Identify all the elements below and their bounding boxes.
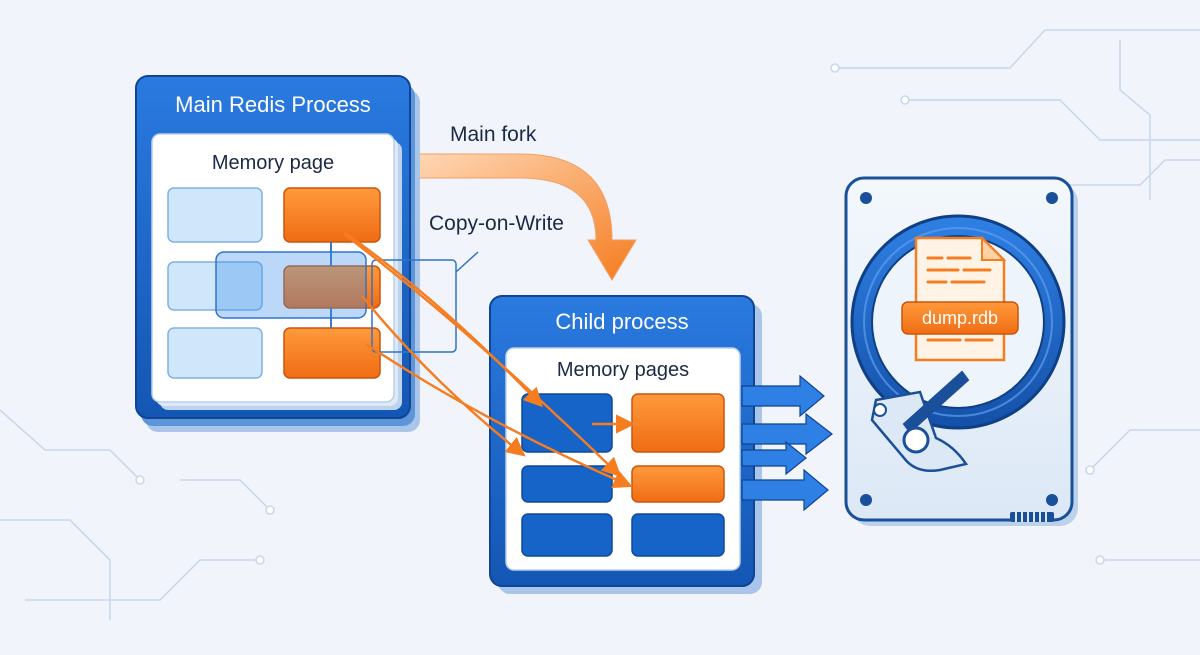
cow-callout	[371, 251, 479, 353]
main-page-light-2	[167, 261, 263, 311]
copy-on-write-arrows	[343, 231, 636, 488]
child-page-blue-4	[631, 513, 725, 557]
child-memory-label: Memory pages	[556, 359, 690, 381]
copy-on-write-label: Copy-on-Write	[429, 212, 564, 235]
file-name-tag	[901, 301, 1019, 335]
main-page-light-1	[167, 187, 263, 243]
file-document-icon	[901, 235, 1019, 362]
write-to-disk-arrows	[741, 374, 833, 512]
main-page-orange-3	[283, 327, 381, 379]
main-memory-label: Memory page	[211, 152, 335, 174]
main-process-title: Main Redis Process	[175, 92, 371, 117]
child-page-orange-2	[631, 465, 725, 503]
main-memory-pages	[167, 187, 381, 379]
child-memory-pages	[521, 393, 725, 557]
main-page-light-3	[167, 327, 263, 379]
main-fork-arrow	[415, 153, 637, 281]
fork-label: Main fork	[450, 123, 537, 146]
selection-highlight	[215, 251, 367, 319]
child-page-blue-3	[521, 513, 613, 557]
child-process-title: Child process	[555, 309, 689, 334]
main-page-orange-1	[283, 187, 381, 243]
file-name-label: dump.rdb	[921, 308, 999, 328]
child-page-orange-1	[631, 393, 725, 453]
